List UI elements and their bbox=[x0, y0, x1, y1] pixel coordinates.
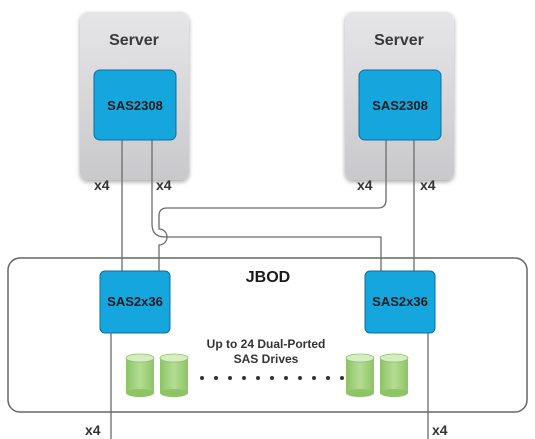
sas2x36-chip-right bbox=[364, 270, 436, 334]
drives-caption-line1: Up to 24 Dual-Ported bbox=[207, 337, 326, 351]
jbod-expander-left: SAS2x36 bbox=[99, 270, 171, 334]
sas2x36-chip-right-label: SAS2x36 bbox=[372, 294, 428, 309]
sas2308-chip-2 bbox=[358, 69, 442, 141]
sas2308-chip-2-label: SAS2308 bbox=[372, 98, 428, 113]
drive-icon bbox=[125, 353, 155, 397]
drive-icon bbox=[345, 353, 375, 397]
server-2-label: Server bbox=[374, 32, 424, 49]
sas2308-chip-1-label: SAS2308 bbox=[107, 98, 163, 113]
link-label-server1-right: x4 bbox=[156, 177, 172, 193]
sas-cables bbox=[110, 140, 429, 439]
cable-s1-to-right-expander bbox=[151, 140, 382, 272]
drives-caption-line2: SAS Drives bbox=[234, 352, 299, 366]
jbod-expander-right: SAS2x36 bbox=[364, 270, 436, 334]
sas2308-chip-1 bbox=[93, 69, 177, 141]
drive-group-right bbox=[345, 353, 409, 397]
drive-group-left bbox=[125, 353, 189, 397]
sas2x36-chip-left bbox=[99, 270, 171, 334]
server-1-controller: SAS2308 bbox=[93, 69, 177, 141]
cable-s2-to-left-expander bbox=[158, 140, 387, 272]
sas2x36-chip-left-label: SAS2x36 bbox=[107, 294, 163, 309]
server-1-label: Server bbox=[109, 32, 159, 49]
drive-ellipsis bbox=[200, 376, 344, 380]
link-label-bottom-left: x4 bbox=[85, 422, 101, 438]
drive-icon bbox=[379, 353, 409, 397]
link-label-server2-left: x4 bbox=[357, 177, 373, 193]
link-label-server2-right: x4 bbox=[420, 177, 436, 193]
jbod-enclosure bbox=[7, 257, 528, 413]
link-label-server1-left: x4 bbox=[94, 177, 110, 193]
server-2-controller: SAS2308 bbox=[358, 69, 442, 141]
jbod-label: JBOD bbox=[246, 269, 290, 286]
link-label-bottom-right: x4 bbox=[432, 422, 448, 438]
drive-icon bbox=[159, 353, 189, 397]
